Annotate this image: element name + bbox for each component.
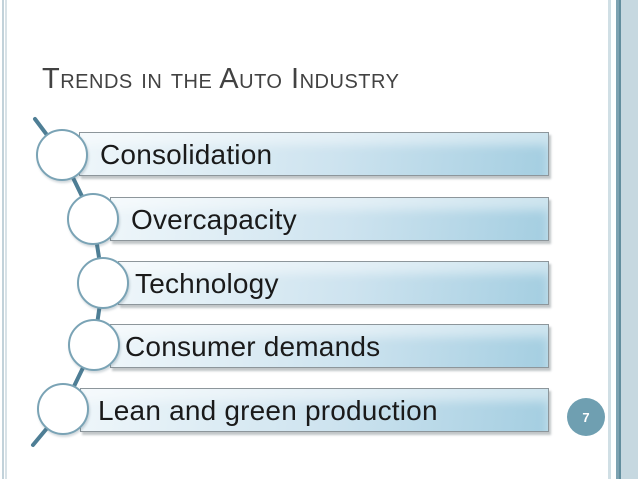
bullet-circle-4: [68, 319, 120, 371]
right-edge-stripe-accent-dark: [619, 0, 621, 479]
list-item-lean-green-production: Lean and green production: [80, 388, 549, 432]
list-item-technology: Technology: [118, 261, 549, 305]
left-edge-stripe-outer: [2, 0, 4, 479]
list-item-label: Lean and green production: [98, 394, 438, 426]
bullet-circle-2: [67, 193, 119, 245]
page-number: 7: [582, 409, 590, 425]
list-item-overcapacity: Overcapacity: [110, 197, 549, 241]
left-edge-stripe-inner: [5, 0, 7, 479]
list-item-consumer-demands: Consumer demands: [110, 324, 549, 368]
bullet-circle-5: [37, 383, 89, 435]
right-edge-stripe-band: [621, 0, 638, 479]
list-item-label: Technology: [135, 267, 279, 299]
list-item-label: Consumer demands: [125, 330, 381, 362]
list-item-label: Overcapacity: [131, 203, 297, 235]
right-edge-stripe-accent-light: [616, 0, 619, 479]
page-number-badge: 7: [567, 398, 605, 436]
bullet-circle-1: [36, 129, 88, 181]
slide-title: Trends in the Auto Industry: [42, 63, 400, 95]
list-item-consolidation: Consolidation: [79, 132, 549, 176]
list-item-label: Consolidation: [100, 138, 273, 170]
right-edge-stripe-thin: [608, 0, 611, 479]
bullet-circle-3: [77, 257, 129, 309]
